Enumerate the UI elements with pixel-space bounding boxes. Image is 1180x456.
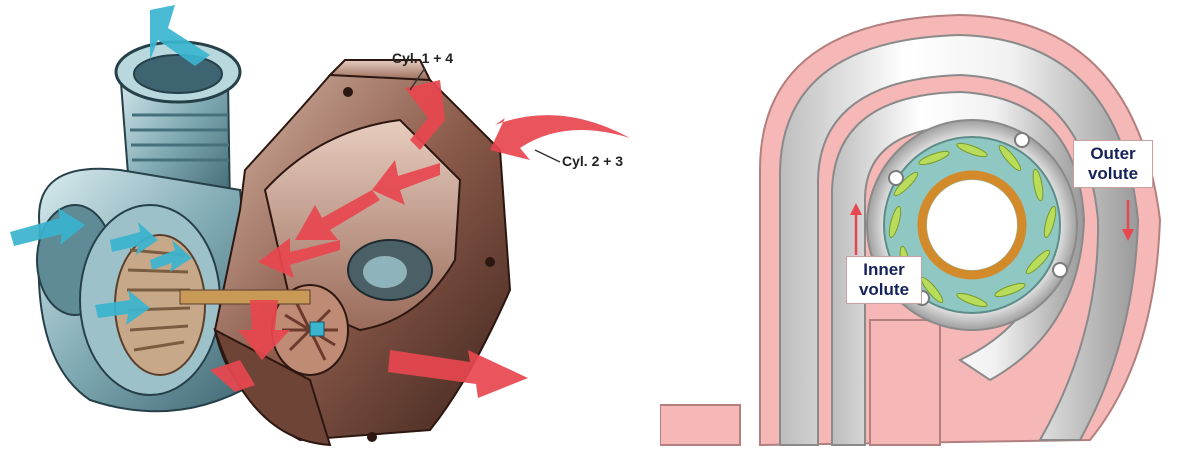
turbo-cutaway-illustration <box>0 0 640 456</box>
turbo-shaft <box>180 290 310 304</box>
outer-volute-label-line2: volute <box>1078 164 1148 184</box>
outer-volute-label: Outer volute <box>1073 140 1153 188</box>
outer-volute-label-line1: Outer <box>1078 144 1148 164</box>
inner-volute-label: Inner volute <box>846 256 922 304</box>
cyl-2-3-label: Cyl. 2 + 3 <box>562 153 623 169</box>
inner-volute-label-line2: volute <box>851 280 917 300</box>
volute-section-illustration <box>660 0 1180 456</box>
inner-volute-label-line1: Inner <box>851 260 917 280</box>
turbine-housing <box>215 60 510 445</box>
double-scroll-volute-section: Outer volute Inner volute <box>660 0 1180 456</box>
twin-scroll-turbo-cutaway: Cyl. 1 + 4 Cyl. 2 + 3 <box>0 0 640 456</box>
cyl-1-4-label: Cyl. 1 + 4 <box>392 50 453 66</box>
